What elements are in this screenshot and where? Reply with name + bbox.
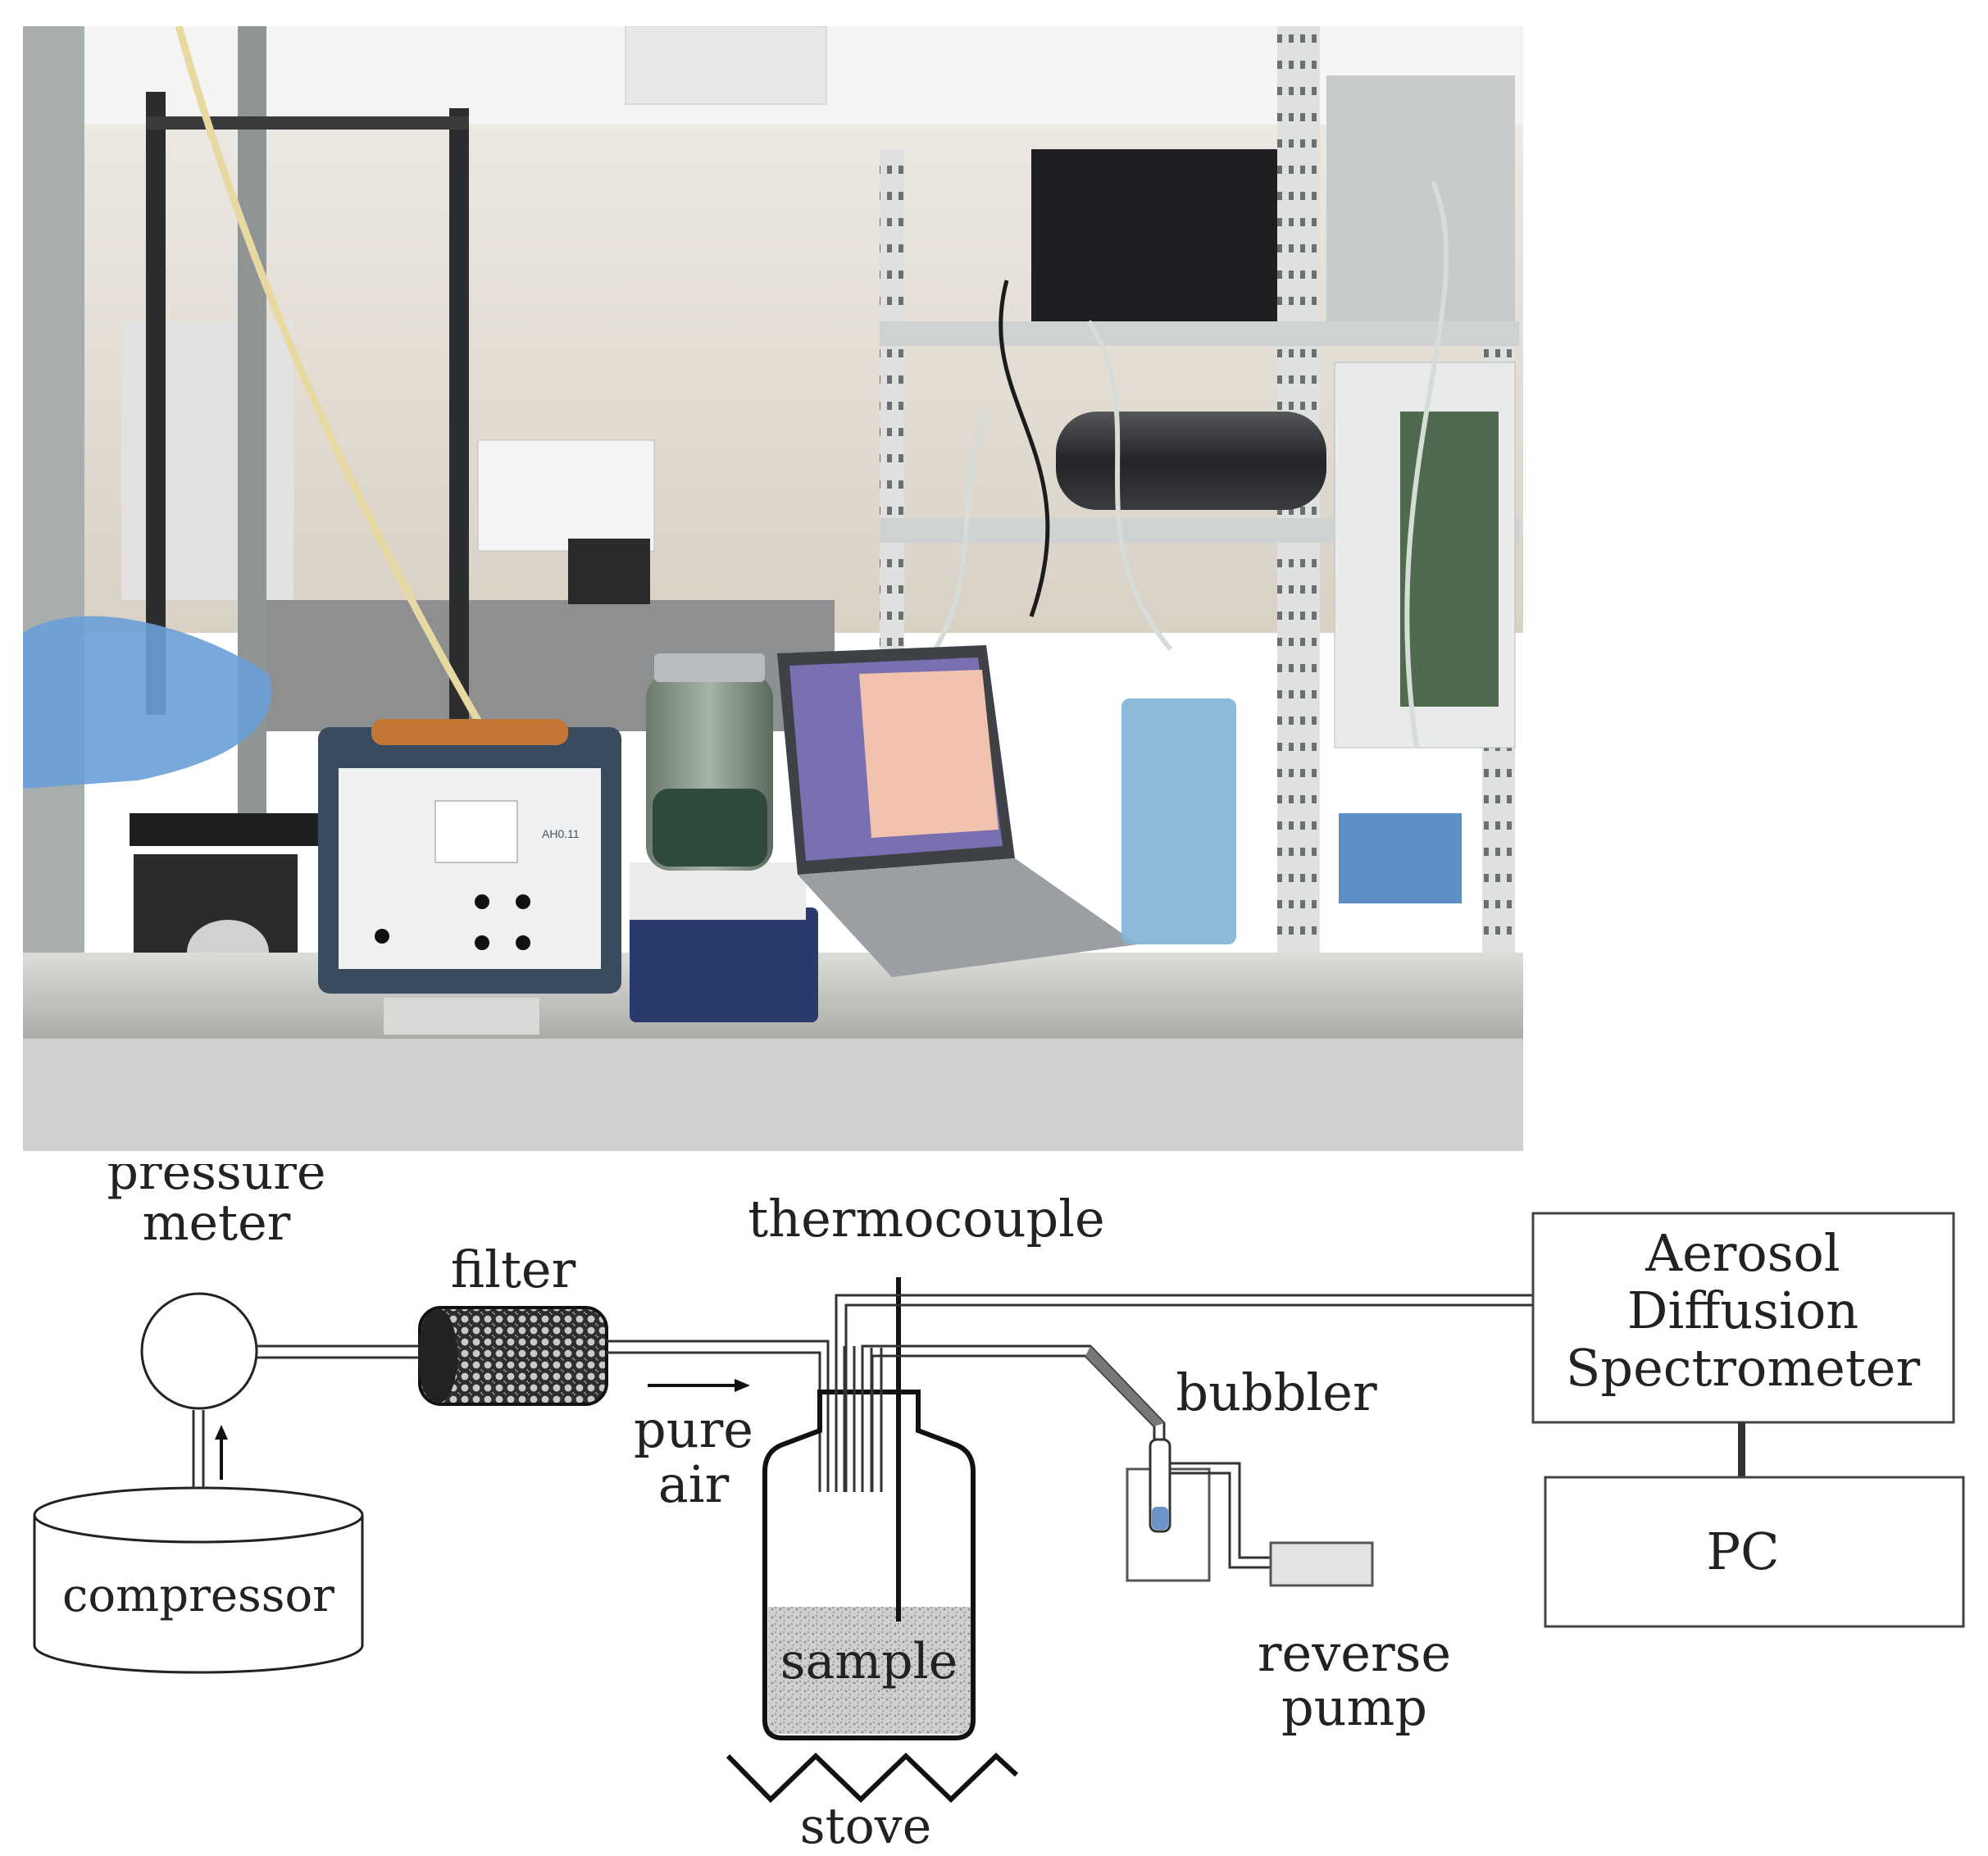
stove-heater-coil (726, 1752, 1019, 1804)
jar-outline (762, 1390, 976, 1740)
frame-crossbar (146, 116, 469, 130)
top-panel (1326, 75, 1515, 321)
pc-box (1544, 1476, 1965, 1628)
reverse-pump: reverse pump (1258, 1541, 1451, 1737)
filter: filter (418, 1240, 608, 1406)
analyzer-inner (1400, 412, 1499, 707)
background-monitor (568, 539, 650, 604)
reverse-pump-label-line1: reverse (1258, 1623, 1451, 1683)
generator-button (375, 929, 389, 944)
generator-button (475, 894, 489, 909)
compressor-pipe (192, 1410, 205, 1488)
filter-jar-pipe (607, 1340, 830, 1492)
charge-cylinder (1056, 412, 1326, 510)
jack-top (130, 813, 318, 846)
yellow-hose (175, 26, 526, 799)
bubbler: bubbler (1126, 1362, 1377, 1582)
stove: stove (726, 1752, 1019, 1855)
pressure-meter: pressure meter (107, 1164, 326, 1410)
lab-setup-photo: AH0.11 (23, 26, 1523, 1151)
spectrometer-sample-line (835, 1294, 1533, 1492)
top-electronics-box (1031, 149, 1277, 321)
thermocouple-label: thermocouple (748, 1189, 1104, 1249)
flow-right-arrow (648, 1379, 750, 1392)
compressor-label: compressor (62, 1569, 334, 1622)
blue-bag (23, 616, 272, 789)
filter-label: filter (451, 1240, 576, 1299)
aerosol-diffusion-spectrometer: Aerosol Diffusion Spectrometer (1531, 1212, 1955, 1424)
spectrometer-label-line1: Aerosol (1645, 1223, 1840, 1283)
generator-handle (371, 719, 568, 745)
generator-button (516, 894, 530, 909)
pc-label: PC (1706, 1522, 1779, 1581)
laptop-window (859, 670, 999, 838)
sample-label: sample (780, 1633, 958, 1690)
pump-box (1339, 813, 1462, 903)
generator-button (475, 935, 489, 950)
bubbler-liquid (1152, 1507, 1168, 1530)
ceiling-light (625, 26, 827, 105)
pressure-meter-label-line1: pressure (107, 1164, 325, 1201)
bench-front (23, 1039, 1523, 1151)
stove-label: stove (800, 1798, 931, 1855)
hotplate (630, 908, 818, 1022)
spectrometer-box (1531, 1212, 1955, 1424)
reverse-pump-label-line2: pump (1281, 1677, 1427, 1737)
compressor: compressor (33, 1486, 364, 1674)
pc: PC (1544, 1476, 1965, 1628)
filter-end-cap (418, 1308, 457, 1403)
spectrometer-label-line3: Spectrometer (1566, 1338, 1921, 1398)
generator-screen (434, 800, 518, 863)
water-container (1121, 698, 1236, 944)
pressure-meter-gauge (140, 1292, 258, 1410)
spectrometer-label-line2: Diffusion (1627, 1281, 1858, 1340)
sample-jar: sample (762, 1390, 976, 1740)
controller-unit (384, 998, 539, 1035)
pure-air-label-line1: pure (634, 1399, 753, 1459)
sample-grain (768, 1607, 971, 1734)
bubbler-line (861, 1344, 1166, 1492)
black-cable (999, 280, 1050, 617)
frame-post-dark2 (449, 108, 469, 731)
thermocouple: thermocouple (748, 1189, 1105, 1622)
generator-model-label: AH0.11 (542, 827, 580, 840)
pump-line (1170, 1462, 1271, 1569)
setup-schematic: compressor pressure meter filter pure ai… (33, 1164, 1965, 1855)
hotplate-top (630, 862, 806, 920)
pure-air-label-line2: air (658, 1454, 730, 1514)
bubbler-label: bubbler (1176, 1362, 1377, 1422)
shelf-board (880, 321, 1519, 346)
compressor-top (33, 1486, 364, 1544)
jar-sample (653, 789, 767, 867)
bubbler-line-shade (1085, 1346, 1164, 1426)
flow-up-arrow (215, 1425, 228, 1480)
reverse-pump-box (1269, 1541, 1374, 1587)
wall-poster (477, 439, 655, 552)
laptop-base (798, 858, 1138, 977)
generator-button (516, 935, 530, 950)
frame-post-dark (146, 92, 166, 715)
compressor-body (33, 1515, 364, 1674)
meter-filter-pipe (257, 1344, 420, 1359)
spectrometer-pc-cable (1738, 1422, 1745, 1477)
jar-lid (654, 653, 765, 682)
pressure-meter-label-line2: meter (143, 1194, 291, 1252)
